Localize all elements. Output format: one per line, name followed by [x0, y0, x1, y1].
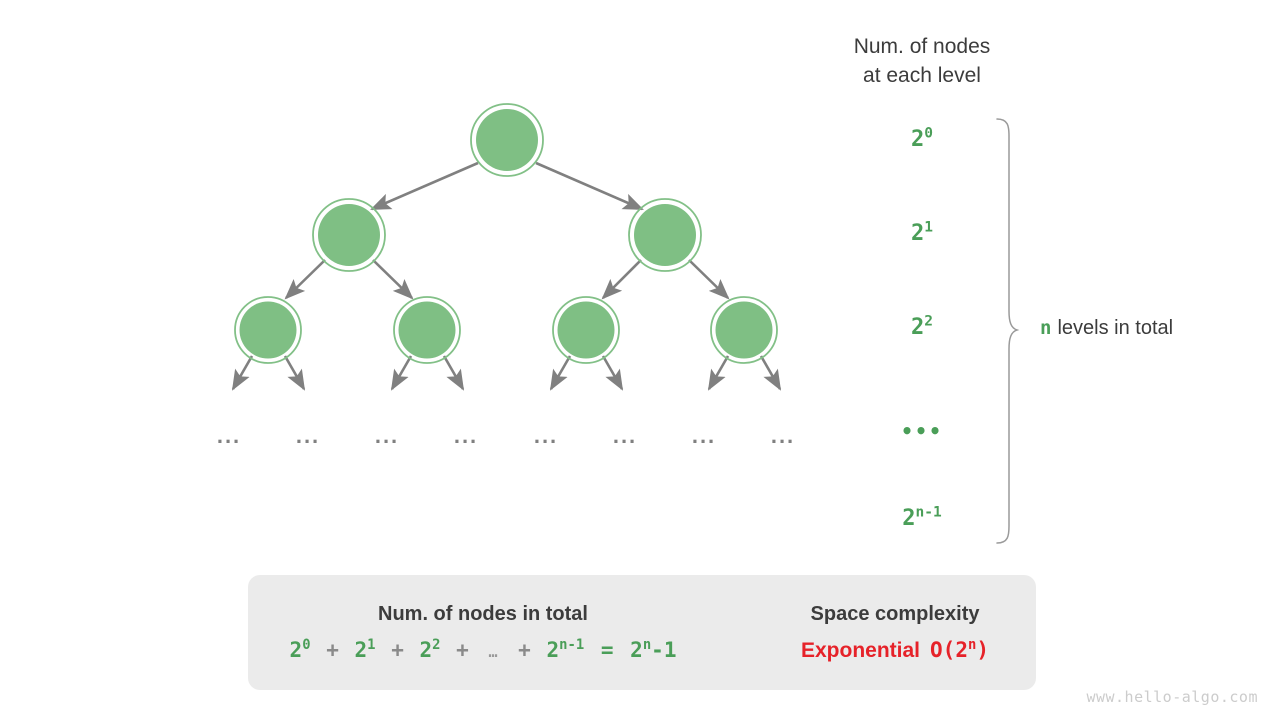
edge-l1a-left	[284, 259, 326, 300]
leaf-ellipsis-3: ...	[453, 423, 479, 448]
level-label-2: 22	[911, 313, 933, 340]
total-nodes-title: Num. of nodes in total	[378, 603, 588, 625]
summary-panel-left: Num. of nodes in total 20 + 21 + 22 + … …	[248, 575, 718, 690]
levels-note-text: levels in total	[1057, 317, 1174, 339]
formula-op-0: +	[326, 638, 339, 662]
tree-node-level1-1[interactable]	[628, 198, 702, 272]
edge-l2d-left	[707, 355, 730, 391]
formula-ellipsis: …	[488, 643, 499, 661]
summary-panel-right: Space complexity Exponential O(2n)	[760, 575, 1030, 690]
edge-l2a-left	[231, 355, 254, 391]
edge-root-left	[370, 161, 479, 211]
edge-l1a-right	[372, 259, 414, 300]
formula-term-1: 21	[354, 637, 376, 662]
leaf-ellipsis-2: ...	[374, 423, 400, 448]
leaf-ellipsis-7: ...	[770, 423, 796, 448]
formula-op-2: +	[456, 638, 469, 662]
tree-node-level1-0[interactable]	[312, 198, 386, 272]
leaf-ellipsis-5: ...	[612, 423, 638, 448]
levels-brace	[996, 118, 1020, 544]
level-label-1: 21	[911, 219, 933, 246]
complexity-word: Exponential	[801, 638, 921, 662]
leaf-ellipsis-4: ...	[533, 423, 559, 448]
tree-node-level2-3[interactable]	[710, 296, 778, 364]
formula-term-3: 2n-1	[546, 637, 585, 662]
tree-node-level2-0[interactable]	[234, 296, 302, 364]
leaf-ellipsis-1: ...	[295, 423, 321, 448]
edge-l2a-right	[283, 355, 306, 391]
edge-l1b-left	[601, 259, 642, 300]
edge-l2d-right	[759, 355, 782, 391]
tree-edges	[231, 161, 782, 391]
formula-term-2: 22	[419, 637, 441, 662]
edge-l2b-right	[442, 355, 465, 391]
edge-l2c-left	[549, 355, 572, 391]
formula-equals: =	[600, 638, 614, 662]
level-label-last: 2n-1	[902, 504, 942, 531]
formula-op-3: +	[518, 638, 531, 662]
edge-l2b-left	[390, 355, 413, 391]
tree-node-level2-2[interactable]	[552, 296, 620, 364]
space-complexity-title: Space complexity	[810, 602, 980, 625]
leaf-ellipsis-6: ...	[691, 423, 717, 448]
leaf-ellipsis-0: ...	[216, 423, 242, 448]
right-column-title: Num. of nodes at each level	[853, 35, 991, 87]
edge-root-right	[535, 161, 644, 211]
total-nodes-formula: 20 + 21 + 22 + … + 2n-1 = 2n-1	[290, 638, 677, 662]
edge-l1b-right	[688, 259, 730, 300]
formula-op-1: +	[391, 638, 404, 662]
level-label-0: 20	[911, 125, 933, 152]
level-label-ellipsis: •••	[900, 419, 944, 443]
summary-panel	[248, 575, 1036, 690]
complexity-value: Exponential O(2n)	[801, 638, 989, 663]
formula-term-0: 20	[289, 637, 311, 662]
edge-l2c-right	[601, 355, 624, 391]
tree-node-root[interactable]	[470, 103, 544, 177]
formula-result: 2n-1	[630, 637, 677, 662]
watermark: www.hello-algo.com	[1086, 688, 1258, 706]
tree-nodes	[234, 103, 778, 364]
levels-variable: n	[1040, 317, 1052, 339]
complexity-bigo: O(2n)	[930, 636, 989, 662]
tree-node-level2-1[interactable]	[393, 296, 461, 364]
